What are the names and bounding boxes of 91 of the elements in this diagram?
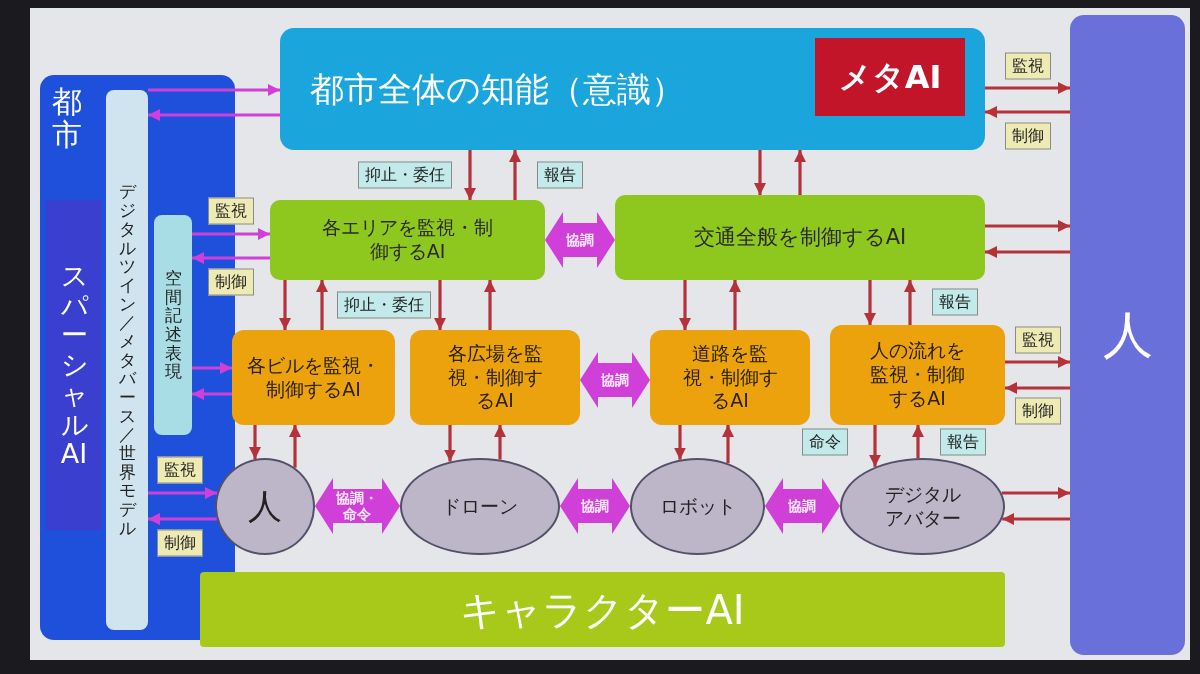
- arrow: [985, 220, 1070, 232]
- node-label: 交通全般を制御するAI: [693, 224, 907, 251]
- arrow: [148, 487, 217, 499]
- node-label: メタAI: [838, 57, 942, 97]
- node-label: デジタルツイン／メタバース／世界モデル: [118, 182, 136, 538]
- node-label: 道路を監視・制御するAI: [681, 341, 779, 414]
- double-arrow: [545, 212, 615, 268]
- arrow: [494, 425, 506, 460]
- node-label: 人: [1102, 304, 1153, 366]
- node-label: スパーシャルAI: [60, 261, 88, 469]
- ai-box: [232, 330, 395, 425]
- arrow: [674, 425, 686, 460]
- arrow: [794, 150, 806, 195]
- people-panel: [1070, 15, 1185, 655]
- arrow: [912, 425, 924, 459]
- node-label: 人: [248, 485, 282, 528]
- edge-label: 監視: [208, 197, 254, 225]
- edge-label: 協調・命令: [335, 489, 380, 523]
- arrow: [985, 106, 1070, 118]
- city-intelligence-box: [280, 28, 985, 150]
- arrow: [509, 150, 521, 200]
- arrow: [148, 109, 280, 121]
- arrow: [1002, 513, 1070, 525]
- ai-box: [410, 330, 580, 425]
- arrow: [679, 280, 691, 330]
- edge-label: 抑止・委任: [337, 291, 431, 319]
- meta-ai-box: [815, 38, 965, 116]
- edge-label: 制御: [157, 529, 203, 557]
- edge-label: 協調: [580, 497, 610, 515]
- ai-box: [650, 330, 810, 425]
- node-label: 人の流れを監視・制御するAI: [869, 339, 966, 411]
- edge-label: 監視: [157, 456, 203, 484]
- arrow: [985, 246, 1070, 258]
- arrow: [1005, 356, 1070, 368]
- edge-label: 抑止・委任: [358, 161, 452, 189]
- edge-label: 制御: [1015, 397, 1061, 425]
- node-label: 都市: [52, 85, 82, 151]
- arrow: [729, 280, 741, 330]
- arrow: [148, 513, 217, 525]
- double-arrow: [560, 478, 630, 534]
- edge-label: 協調: [565, 231, 595, 249]
- node-label: ロボット: [659, 494, 736, 519]
- arrow: [1001, 487, 1070, 499]
- edge-label: 報告: [537, 161, 583, 189]
- arrow: [192, 388, 232, 400]
- edge-label: 制御: [1005, 122, 1051, 150]
- node-label: 各エリアを監視・制御するAI: [322, 216, 493, 264]
- arrow: [464, 150, 476, 200]
- node-label: キャラクターAI: [460, 585, 745, 635]
- arrow: [192, 362, 232, 374]
- node-label: デジタルアバター: [883, 482, 962, 531]
- edge-label: 監視: [1015, 326, 1061, 354]
- arrow: [904, 280, 916, 325]
- arrow: [279, 280, 291, 330]
- node-label: ドローン: [442, 494, 518, 519]
- arrow: [864, 280, 876, 325]
- arrow: [722, 425, 734, 464]
- edge-label: 監視: [1005, 52, 1051, 80]
- arrow: [484, 280, 496, 330]
- arrow: [985, 82, 1070, 94]
- node-label: 空間記述表現: [164, 268, 182, 382]
- edge-label: 協調: [787, 497, 818, 515]
- ai-box: [830, 325, 1005, 425]
- edge-label: 命令: [802, 428, 848, 456]
- arrow: [316, 280, 328, 330]
- arrow: [192, 252, 270, 264]
- ai-box: [270, 200, 545, 280]
- spatial-ai-band: [46, 200, 102, 530]
- double-arrow: [315, 478, 400, 534]
- arrow: [869, 425, 881, 467]
- node-label: 各ビルを監視・制御するAI: [246, 353, 381, 402]
- arrow: [434, 280, 446, 330]
- arrow: [444, 425, 456, 462]
- text-column: [106, 90, 148, 630]
- node-label: 各広場を監視・制御するAI: [446, 341, 544, 414]
- ai-box: [615, 195, 985, 280]
- edge-label: 報告: [940, 428, 986, 456]
- arrow: [192, 228, 270, 240]
- double-arrow: [580, 352, 650, 408]
- edge-label: 報告: [932, 288, 978, 316]
- node-label: 都市全体の知能（意識）: [310, 67, 685, 111]
- arrow: [1005, 382, 1070, 394]
- edge-label: 制御: [208, 268, 254, 296]
- character-ai-bar: [200, 572, 1005, 647]
- arrow: [148, 84, 280, 96]
- text-column: [154, 215, 192, 435]
- arrow: [249, 425, 261, 459]
- edge-label: 協調: [600, 371, 630, 389]
- arrow: [289, 425, 301, 468]
- arrow: [754, 150, 766, 195]
- double-arrow: [765, 478, 840, 534]
